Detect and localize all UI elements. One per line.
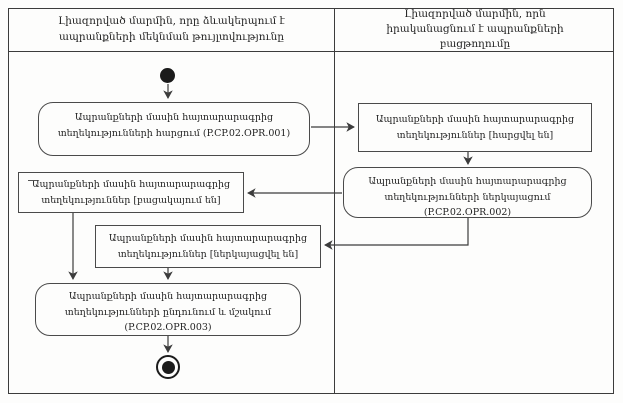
lane-header-divider	[8, 51, 614, 52]
activity-submit-declaration-info: Ապրանքների մասին հայտարարագրից տեղեկությ…	[343, 167, 592, 218]
object-info-submitted: Ապրանքների մասին հայտարարագրից տեղեկությ…	[95, 225, 321, 268]
object-info-requested: Ապրանքների մասին հայտարարագրից տեղեկությ…	[358, 103, 592, 152]
lane-header-authority-departure: Լիազորված մարմին, որը ձևակերպում է ապրան…	[58, 15, 285, 43]
activity-request-declaration-info: Ապրանքների մասին հայտարարագրից տեղեկությ…	[38, 102, 310, 156]
scan-dash-artifact	[28, 180, 37, 181]
lane-header-authority-release: Լիազորված մարմին, որն իրականացնում է ապր…	[386, 7, 564, 51]
lane-divider	[334, 8, 335, 394]
end-node-core	[161, 360, 175, 374]
start-node	[160, 68, 175, 83]
diagram-border	[8, 8, 614, 394]
activity-receive-process-info: Ապրանքների մասին հայտարարագրից տեղեկությ…	[35, 283, 301, 336]
object-info-absent: Ապրանքների մասին հայտարարագրից տեղեկությ…	[18, 172, 244, 213]
end-node	[156, 355, 180, 379]
